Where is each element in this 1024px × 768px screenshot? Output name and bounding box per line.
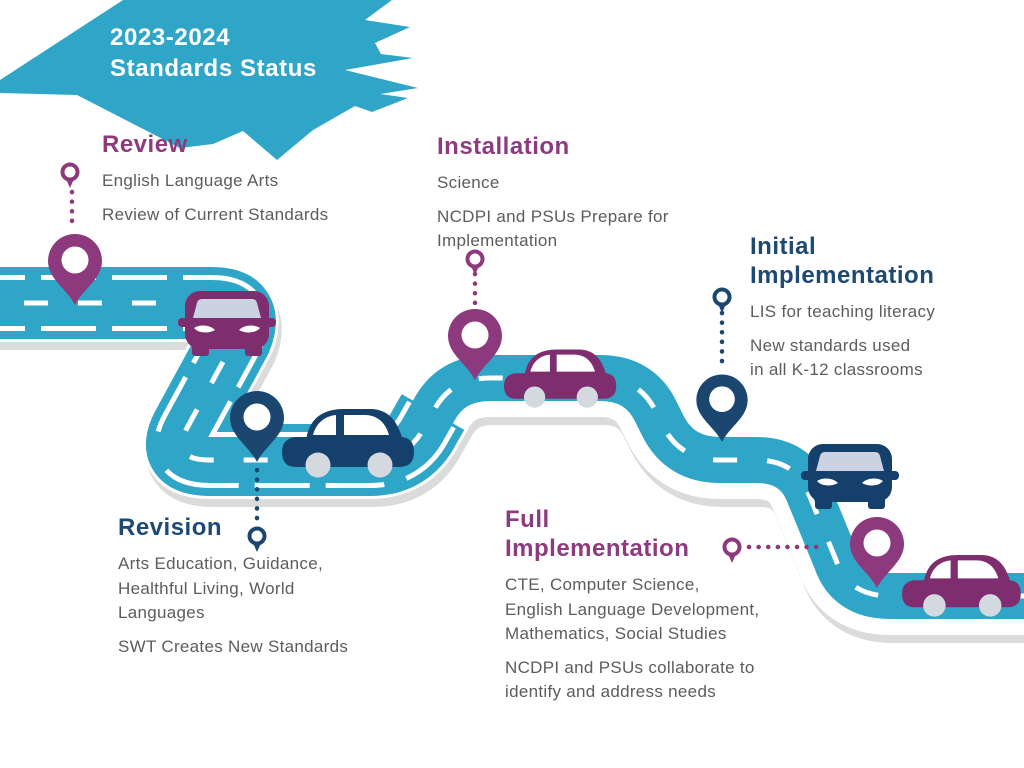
car-body: [504, 373, 617, 399]
car-side-purple-icon: [504, 349, 617, 408]
car-window-front: [530, 354, 550, 372]
stage-initial-implementation: Initial Implementation LIS for teaching …: [750, 232, 935, 392]
car-headlight: [817, 478, 838, 486]
stage-installation-paragraph-2: NCDPI and PSUs Prepare for Implementatio…: [437, 206, 669, 251]
mini-pin-ring: [722, 537, 742, 557]
stage-initial-implementation-paragraph-1: LIS for teaching literacy: [750, 302, 936, 321]
stage-installation-paragraph-1: Science: [437, 173, 500, 192]
stage-revision-paragraph-2: SWT Creates New Standards: [118, 636, 349, 656]
car-windshield: [193, 299, 261, 318]
mini-pin-initial-implementation-icon: [712, 287, 732, 313]
car-headlight: [862, 478, 883, 486]
map-pin-revision-icon: [230, 391, 284, 462]
car-wheel: [576, 386, 598, 408]
map-pin-full-implementation-icon: [850, 517, 904, 588]
car-body: [282, 437, 414, 467]
car-wheel: [305, 452, 331, 478]
stage-installation-heading: Installation: [437, 133, 570, 160]
mini-pin-ring: [712, 287, 732, 307]
stage-full-implementation-paragraph-1: CTE, Computer Science, English Language …: [505, 575, 760, 643]
car-wheel: [978, 594, 1002, 617]
stage-revision-heading: Revision: [118, 514, 223, 541]
mini-pin-installation-icon: [465, 249, 485, 275]
stage-installation: Installation Science NCDPI and PSUs Prep…: [437, 132, 669, 263]
stage-review-heading: Review: [102, 131, 188, 158]
pin-hole: [61, 246, 89, 274]
car-window-front: [313, 415, 336, 435]
page-title: 2023-2024 Standards Status: [110, 24, 317, 82]
car-front-navy-icon: [801, 444, 899, 509]
mini-pin-ring: [60, 162, 80, 182]
map-pin-initial-implementation-icon: [696, 374, 748, 442]
mini-pin-review-icon: [60, 162, 80, 188]
stage-revision: Revision Arts Education, Guidance, Healt…: [118, 513, 348, 668]
car-side-navy-icon: [282, 409, 414, 478]
stage-full-implementation-heading: Full Implementation: [505, 506, 690, 562]
car-window-front: [929, 560, 951, 579]
stage-review-paragraph-2: Review of Current Standards: [102, 204, 329, 224]
car-window-rear: [556, 354, 595, 372]
stage-initial-implementation-paragraph-2: New standards used in all K-12 classroom…: [750, 335, 923, 380]
car-headlight: [194, 325, 215, 333]
connector-lines: [69, 189, 826, 550]
car-wheel: [923, 594, 946, 617]
map-pin-installation-icon: [448, 309, 502, 380]
car-wheel: [367, 452, 393, 478]
mini-pin-ring: [465, 249, 485, 269]
car-window-rear: [957, 560, 999, 579]
stage-full-implementation: Full Implementation CTE, Computer Scienc…: [505, 505, 759, 714]
car-body: [902, 580, 1021, 608]
mini-pin-full-implementation-icon: [722, 537, 742, 563]
car-front-purple-icon: [178, 291, 276, 356]
stage-review: Review English Language Arts Review of C…: [102, 130, 328, 236]
car-headlight: [239, 325, 260, 333]
pin-hole: [709, 386, 735, 412]
nc-state-shape-icon: [0, 0, 418, 160]
mini-pin-revision-icon: [247, 526, 267, 552]
car-wheel: [523, 386, 546, 408]
pin-hole: [863, 529, 891, 557]
car-windshield: [816, 452, 884, 471]
stage-full-implementation-paragraph-2: NCDPI and PSUs collaborate to identify a…: [505, 657, 755, 702]
car-side-purple-bottom-icon: [902, 555, 1021, 617]
pin-hole: [461, 321, 489, 349]
map-pin-review-icon: [48, 234, 102, 305]
stage-review-paragraph-1: English Language Arts: [102, 171, 279, 190]
stage-revision-paragraph-1: Arts Education, Guidance, Healthful Livi…: [118, 554, 324, 622]
pin-hole: [243, 403, 271, 431]
mini-pin-ring: [247, 526, 267, 546]
stage-initial-implementation-heading: Initial Implementation: [750, 233, 935, 289]
car-window-rear: [344, 415, 389, 435]
